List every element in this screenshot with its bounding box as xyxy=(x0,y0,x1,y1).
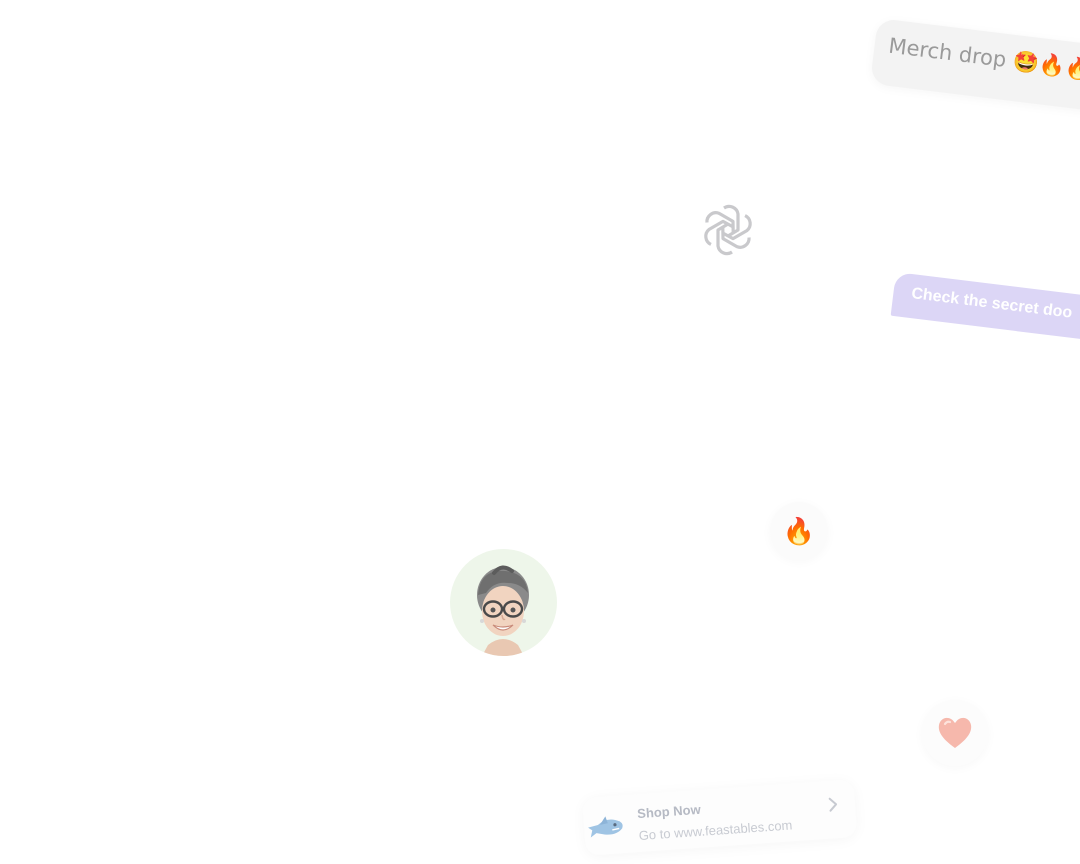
openai-logo-icon xyxy=(698,200,758,260)
shop-now-url: Go to www.feastables.com xyxy=(638,817,793,844)
secret-door-message-bubble: Check the secret doo xyxy=(890,272,1080,348)
shop-now-title: Shop Now xyxy=(636,801,702,822)
heart-reaction-bubble xyxy=(922,700,988,766)
shop-now-card[interactable]: Shop Now Go to www.feastables.com xyxy=(582,779,858,856)
chevron-right-icon xyxy=(828,797,838,812)
fire-reaction-bubble: 🔥 xyxy=(770,502,828,560)
secret-door-text: Check the secret doo xyxy=(910,285,1074,322)
fire-emoji: 🔥 xyxy=(782,515,816,546)
merch-drop-emoji: 🤩🔥🔥 xyxy=(1011,48,1080,83)
merch-drop-message-bubble: Merch drop 🤩🔥🔥 xyxy=(869,18,1080,116)
merch-drop-text: Merch drop 🤩🔥🔥 xyxy=(887,34,1080,84)
merch-drop-label: Merch drop xyxy=(887,33,1008,72)
memoji-avatar xyxy=(450,549,557,656)
heart-icon xyxy=(938,717,972,748)
shark-icon xyxy=(588,816,623,838)
